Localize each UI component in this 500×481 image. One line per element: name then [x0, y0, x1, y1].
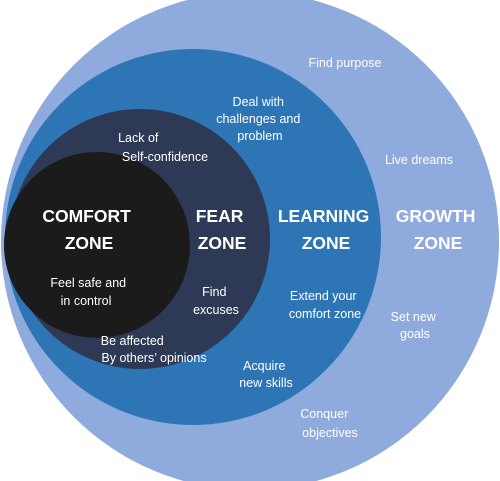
growth-item-find-purpose: Find purpose [309, 56, 382, 70]
growth-item-set-goals: Set new goals [391, 310, 440, 341]
fear-item-excuses: Find excuses [193, 285, 239, 317]
fear-item-lack-confidence: Lack of Self-confidence [118, 131, 208, 164]
learning-item-acquire: Acquire new skills [239, 359, 293, 390]
learning-zone-title: LEARNING ZONE [278, 206, 374, 253]
growth-item-conquer: Conquer objectives [300, 407, 358, 440]
growth-zone-title: GROWTH ZONE [396, 206, 481, 253]
learning-item-deal: Deal with challenges and problem [216, 95, 304, 143]
growth-item-live-dreams: Live dreams [385, 153, 453, 167]
comfort-item-feel-safe: Feel safe and in control [50, 276, 129, 308]
fear-item-affected: Be affected By others’ opinions [101, 334, 207, 365]
fear-zone-title: FEAR ZONE [196, 206, 249, 253]
comfort-zone-title: COMFORT ZONE [42, 206, 135, 253]
learning-item-extend: Extend your comfort zone [289, 289, 361, 321]
comfort-zone-circle [4, 152, 190, 338]
